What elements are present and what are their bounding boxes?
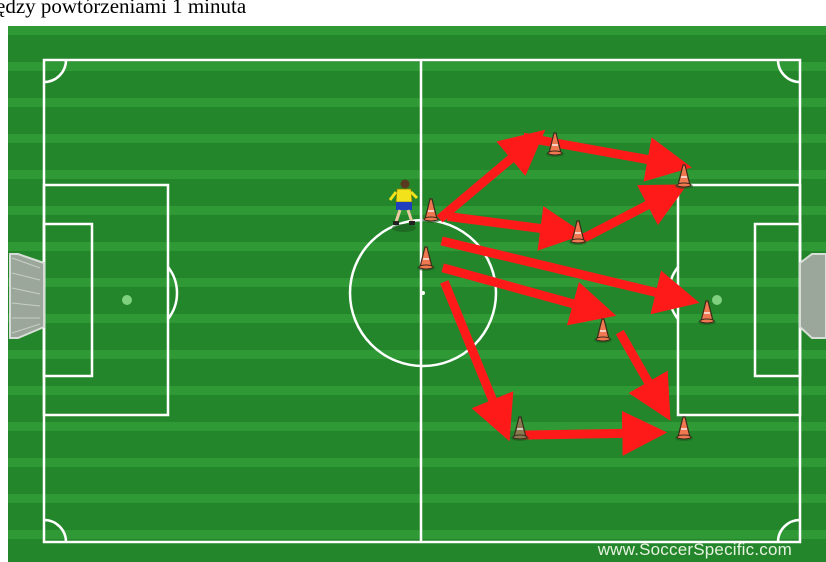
- left-penalty-spot: [122, 295, 132, 305]
- soccer-drill-diagram: www.SoccerSpecific.com: [0, 18, 826, 562]
- left-goal: [10, 254, 44, 338]
- arrow: [528, 433, 642, 435]
- instruction-caption: ędzy powtórzeniami 1 minuta: [0, 0, 246, 18]
- center-spot: [421, 291, 425, 295]
- grass-stripe: [8, 422, 826, 431]
- grass-stripe: [8, 350, 826, 359]
- grass-stripe: [8, 242, 826, 251]
- right-penalty-spot: [712, 295, 722, 305]
- grass-stripe: [8, 26, 826, 35]
- watermark: www.SoccerSpecific.com: [598, 540, 792, 560]
- grass-stripe: [8, 530, 826, 539]
- grass-stripe: [8, 386, 826, 395]
- grass-stripe: [8, 134, 826, 143]
- grass-stripe: [8, 62, 826, 71]
- grass-stripe: [8, 206, 826, 215]
- grass-stripe: [8, 278, 826, 287]
- grass-stripe: [8, 98, 826, 107]
- grass-stripe: [8, 494, 826, 503]
- grass-stripes: [8, 26, 826, 562]
- grass-stripe: [8, 458, 826, 467]
- right-goal: [800, 254, 826, 338]
- grass-stripe: [8, 170, 826, 179]
- pitch-svg: [0, 18, 826, 562]
